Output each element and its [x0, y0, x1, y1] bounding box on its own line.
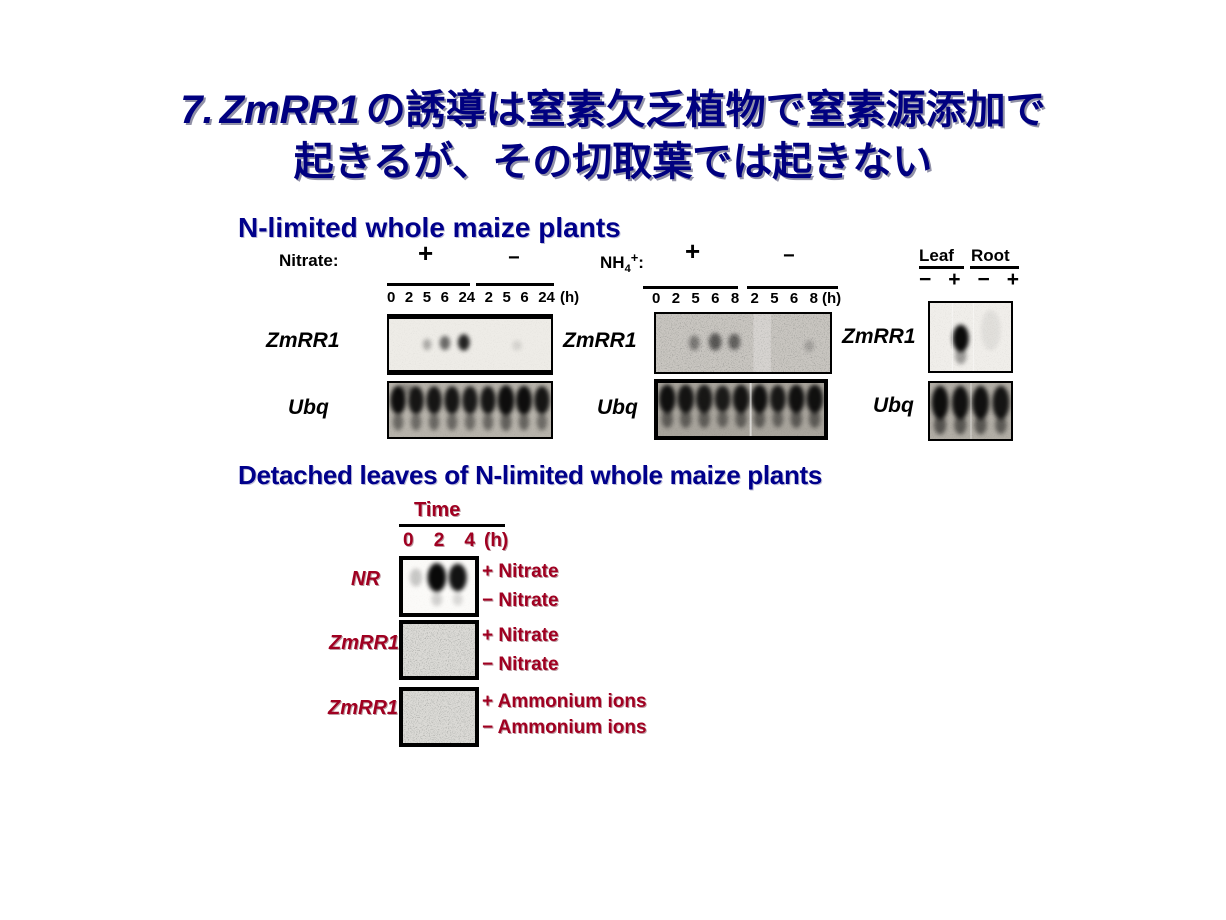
timepoint: 24 — [538, 289, 555, 306]
northern-blot-zmrr1-nitrate — [387, 314, 553, 375]
ammonium-time-unit: (h) — [822, 290, 842, 307]
detached-timepoints: 0 2 4 — [403, 530, 475, 552]
title-text-jp: の誘導は窒素欠乏植物で窒素源添加で — [365, 88, 1046, 132]
probe-label-zmrr1-nitrate: ZmRR1 — [266, 329, 340, 352]
timepoint: 8 — [809, 290, 818, 307]
timepoint: 6 — [440, 289, 449, 306]
nitrate-minus-sign: − — [508, 247, 520, 269]
condition-label-plus-ammonium: + Ammonium ions — [482, 691, 647, 712]
ammonium-label-colon: : — [638, 253, 644, 272]
probe-label-nr: NR — [351, 568, 380, 590]
ammonium-timepoints: 0 2 5 6 8 2 5 6 8 — [652, 290, 818, 307]
northern-blot-ubq-nitrate — [387, 381, 553, 439]
probe-label-zmrr1-detached-2: ZmRR1 — [328, 697, 399, 719]
timepoint: 2 — [404, 289, 414, 306]
minus-sign: − — [977, 268, 990, 291]
nitrate-timepoints: 0 2 5 6 24 2 5 6 24 — [387, 289, 555, 306]
title-gene-name: ZmRR1 — [219, 88, 360, 132]
timepoint: 4 — [464, 530, 475, 551]
timepoint: 5 — [502, 289, 511, 306]
leaf-column-label: Leaf — [919, 246, 954, 265]
leaf-underline — [919, 266, 964, 269]
timepoint: 2 — [484, 289, 493, 306]
ammonium-plus-underline — [643, 286, 738, 289]
plus-sign: + — [948, 268, 961, 291]
ammonium-treatment-label: NH4+: — [600, 250, 644, 275]
probe-label-zmrr1-ammonium: ZmRR1 — [563, 329, 637, 352]
ammonium-label-subscript: 4 — [624, 263, 631, 275]
probe-label-ubq-ammonium: Ubq — [597, 396, 638, 419]
ammonium-label-superscript: + — [630, 250, 639, 265]
minus-sign: − — [919, 268, 932, 291]
timepoint: 2 — [750, 290, 759, 307]
title-number: 7. — [180, 88, 214, 132]
condition-label-minus-nitrate-1: − Nitrate — [482, 590, 559, 611]
root-column-label: Root — [971, 246, 1010, 265]
timepoint: 6 — [711, 290, 720, 307]
timepoint: 0 — [403, 530, 414, 551]
probe-label-zmrr1-leafroot: ZmRR1 — [842, 325, 916, 348]
condition-label-plus-nitrate-1: + Nitrate — [482, 561, 559, 582]
ammonium-plus-sign: + — [685, 236, 701, 266]
detached-time-unit: (h) — [484, 530, 509, 551]
timepoint: 5 — [422, 289, 432, 306]
section-heading-whole-plants: N-limited whole maize plants — [238, 212, 621, 243]
section-heading-detached-leaves: Detached leaves of N-limited whole maize… — [238, 460, 823, 490]
nitrate-minus-underline — [476, 283, 554, 286]
timepoint: 6 — [789, 290, 799, 307]
time-underline — [399, 524, 505, 527]
leaf-root-signs: − + − + — [919, 268, 1019, 292]
nitrate-plus-underline — [387, 283, 470, 286]
northern-blot-zmrr1-leafroot — [928, 301, 1013, 373]
timepoint: 0 — [652, 290, 661, 307]
plus-sign: + — [1006, 268, 1019, 291]
time-header: Time — [414, 499, 461, 521]
timepoint: 5 — [770, 290, 779, 307]
timepoint: 6 — [520, 289, 529, 306]
nitrate-plus-sign: + — [418, 238, 434, 268]
ammonium-label-base: NH — [600, 253, 625, 272]
northern-blot-ubq-leafroot — [928, 381, 1013, 441]
condition-label-minus-nitrate-2: − Nitrate — [482, 654, 559, 675]
slide-title-line2: 起きるが、その切取葉では起きない — [293, 140, 933, 184]
ammonium-minus-sign: − — [783, 245, 795, 267]
probe-label-ubq-nitrate: Ubq — [288, 396, 329, 419]
probe-label-ubq-leafroot: Ubq — [873, 394, 914, 417]
dot-blot-nr — [399, 556, 479, 617]
dot-blot-zmrr1-nitrate — [399, 620, 479, 680]
timepoint: 2 — [433, 530, 445, 551]
condition-label-plus-nitrate-2: + Nitrate — [482, 625, 559, 646]
timepoint: 5 — [691, 290, 700, 307]
northern-blot-zmrr1-ammonium — [654, 312, 832, 374]
ammonium-minus-underline — [747, 286, 838, 289]
probe-label-zmrr1-detached-1: ZmRR1 — [329, 632, 400, 654]
northern-blot-ubq-ammonium — [654, 379, 828, 440]
timepoint: 0 — [387, 289, 396, 306]
dot-blot-zmrr1-ammonium — [399, 687, 479, 747]
timepoint: 2 — [671, 290, 681, 307]
nitrate-time-unit: (h) — [560, 289, 580, 306]
condition-label-minus-ammonium: − Ammonium ions — [482, 717, 647, 738]
nitrate-treatment-label: Nitrate: — [279, 251, 339, 270]
root-underline — [970, 266, 1019, 269]
timepoint: 24 — [458, 289, 476, 306]
timepoint: 8 — [730, 290, 740, 307]
